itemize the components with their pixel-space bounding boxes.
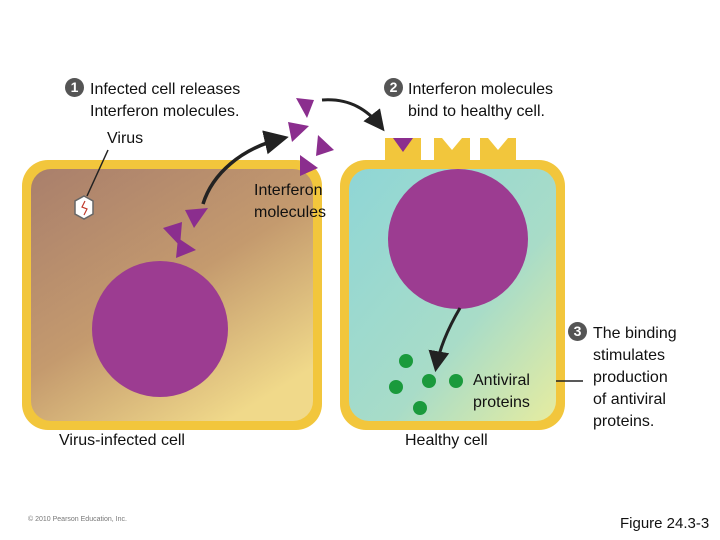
interferon-molecule-icon	[185, 208, 208, 228]
interferon-molecules-released	[163, 208, 208, 258]
antiviral-protein-icon	[399, 354, 413, 368]
binding-arrow	[321, 98, 385, 132]
antiviral-proteins	[389, 354, 463, 415]
interferon-molecule-icon	[176, 238, 196, 258]
step-1-text: Infected cell releases Interferon molecu…	[90, 81, 241, 120]
interferon-label: Interferon molecules	[254, 182, 327, 221]
interferon-molecule-icon	[300, 155, 318, 176]
step-2-text: Interferon molecules bind to healthy cel…	[408, 81, 553, 120]
production-arrow	[428, 307, 462, 373]
interferon-molecule-icon	[163, 222, 182, 246]
antiviral-protein-icon	[413, 401, 427, 415]
figure-label: Figure 24.3-3	[620, 515, 710, 532]
healthy-nucleus	[388, 169, 528, 309]
interferon-molecule-icon	[296, 98, 314, 118]
antiviral-protein-icon	[449, 374, 463, 388]
antiviral-protein-icon	[422, 374, 436, 388]
healthy-cell-label: Healthy cell	[405, 432, 488, 449]
receptor-icon	[434, 138, 470, 162]
healthy-cell	[340, 138, 565, 430]
infected-cell-label: Virus-infected cell	[59, 432, 185, 449]
virus-label: Virus	[107, 130, 144, 147]
interferon-molecule-icon	[316, 135, 334, 156]
antiviral-label: Antiviral proteins	[473, 372, 530, 411]
release-arrow	[201, 130, 289, 205]
copyright-text: © 2010 Pearson Education, Inc.	[28, 516, 127, 523]
interferon-molecules-transit	[288, 98, 334, 176]
virus-icon	[74, 195, 94, 220]
step-2-badge: 2	[384, 78, 403, 97]
receptor-icon	[385, 138, 421, 162]
virus-pointer-line	[86, 149, 109, 197]
step-3-badge: 3	[568, 322, 587, 341]
step-3-text: The binding stimulates production of ant…	[593, 325, 677, 430]
step-1-badge: 1	[65, 78, 84, 97]
antiviral-protein-icon	[389, 380, 403, 394]
infected-nucleus	[92, 261, 228, 397]
infected-cell	[22, 160, 322, 430]
receptor-icon	[480, 138, 516, 162]
interferon-molecule-icon	[288, 122, 309, 142]
